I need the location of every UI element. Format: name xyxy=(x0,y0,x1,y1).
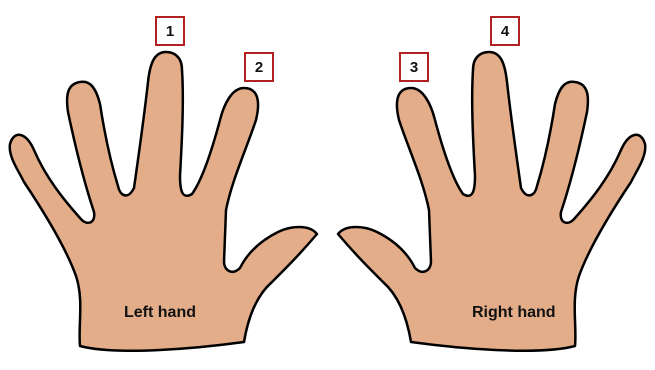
finger-marker-3: 3 xyxy=(399,52,429,82)
left-hand-label: Left hand xyxy=(124,304,196,322)
finger-marker-1: 1 xyxy=(155,16,185,46)
finger-marker-2: 2 xyxy=(244,52,274,82)
finger-marker-4: 4 xyxy=(490,16,520,46)
right-hand-label: Right hand xyxy=(472,304,556,322)
